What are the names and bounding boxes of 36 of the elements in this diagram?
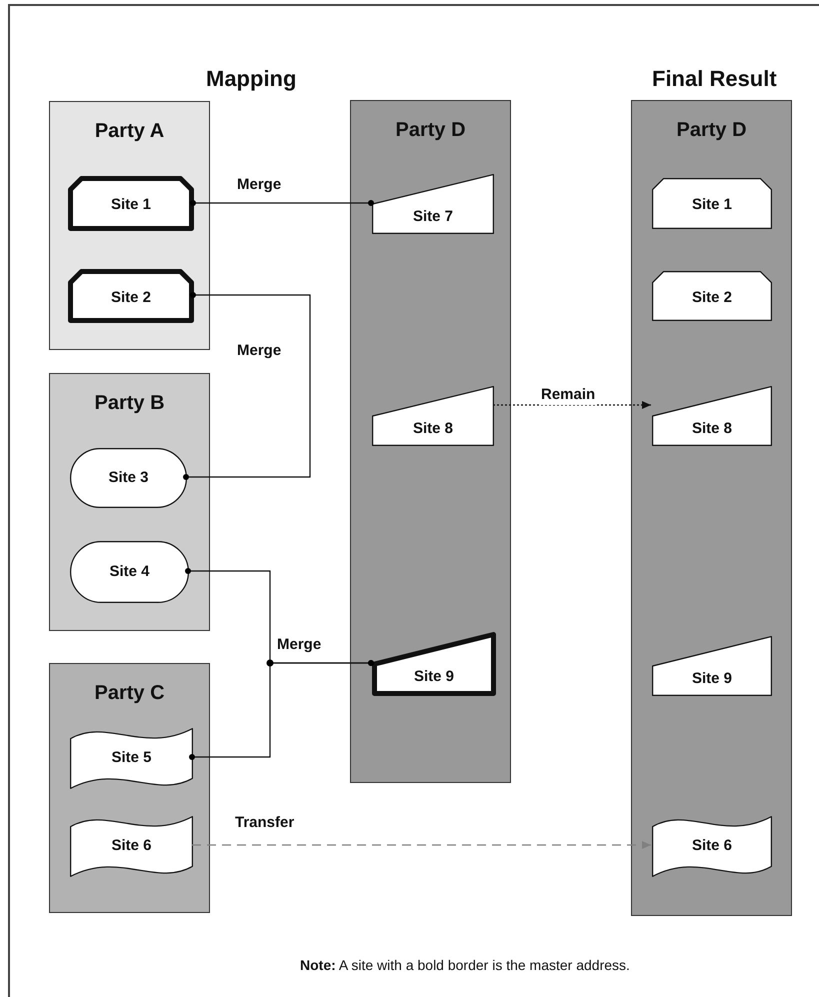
site-label: Site 2 — [110, 288, 152, 308]
note-text: Note: A site with a bold border is the master address. — [300, 956, 630, 975]
column-heading: Mapping — [206, 65, 296, 93]
edge-label: Remain — [540, 386, 596, 405]
panel-heading: Party B — [93, 391, 166, 416]
site-label: Site 5 — [111, 748, 152, 768]
party-panel — [631, 100, 792, 916]
site-label: Site 6 — [692, 836, 732, 856]
party-panel — [49, 663, 210, 913]
site-label: Site 8 — [412, 418, 454, 439]
site-label: Site 7 — [412, 206, 454, 227]
edge-label: Merge — [236, 176, 282, 195]
panel-heading: Party D — [675, 118, 748, 143]
site-label: Site 2 — [692, 288, 732, 308]
connector — [192, 841, 651, 849]
connector — [189, 660, 374, 760]
edge-label: Merge — [276, 636, 322, 655]
party-panel — [350, 100, 511, 783]
column-heading: Final Result — [652, 65, 777, 93]
edge-label: Merge — [236, 342, 282, 361]
site-label: Site 6 — [111, 836, 152, 856]
connector — [190, 200, 374, 206]
panel-heading: Party A — [94, 119, 166, 144]
panel-heading: Party D — [394, 118, 467, 143]
site-label: Site 9 — [692, 668, 732, 689]
site-label: Site 9 — [414, 666, 454, 687]
panel-heading: Party C — [93, 681, 166, 706]
site-label: Site 8 — [692, 418, 732, 439]
site-label: Site 1 — [110, 195, 152, 216]
site-label: Site 3 — [108, 468, 149, 488]
connector — [493, 401, 651, 409]
connector — [183, 292, 311, 480]
party-panel — [49, 373, 210, 631]
site-label: Site 1 — [692, 195, 732, 216]
party-panel — [49, 101, 210, 350]
site-label: Site 4 — [109, 562, 150, 582]
